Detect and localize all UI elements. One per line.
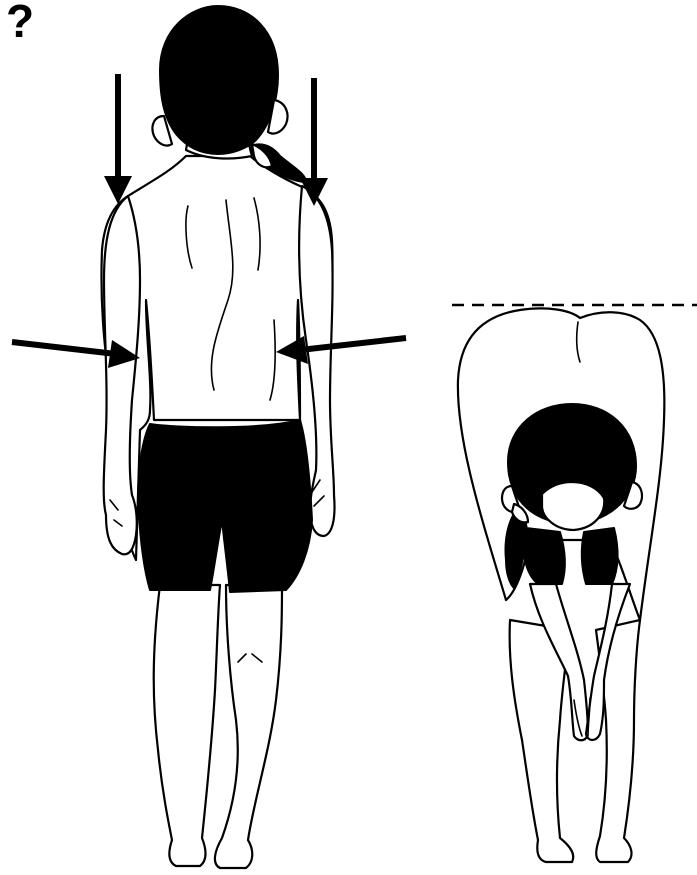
- bending-face: [542, 482, 604, 530]
- standing-shorts: [138, 420, 312, 592]
- standing-figure: [101, 6, 334, 868]
- bending-shirt-left: [524, 528, 565, 584]
- bending-shirt-right: [582, 528, 618, 584]
- standing-head-hair: [160, 6, 278, 154]
- standing-left-arm: [104, 196, 140, 554]
- standing-left-leg: [154, 585, 220, 866]
- down-arrow-left: [104, 74, 132, 204]
- bending-figure: [458, 308, 664, 862]
- standing-right-leg: [215, 585, 282, 868]
